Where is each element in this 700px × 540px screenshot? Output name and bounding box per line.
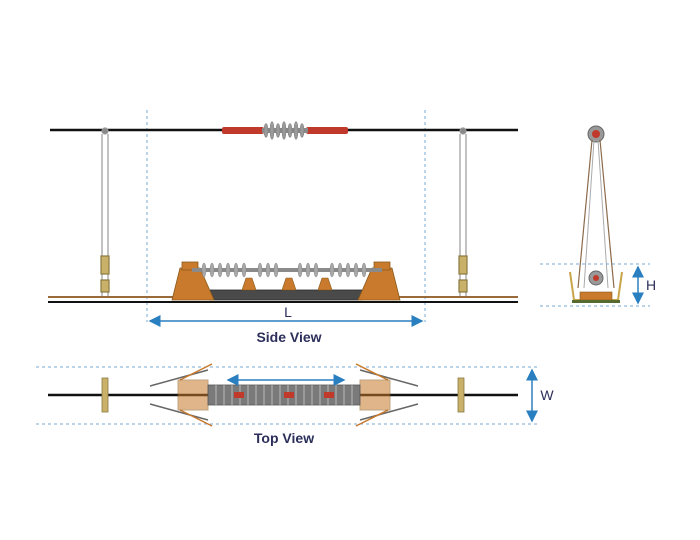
left-hanger [100, 127, 110, 298]
top-left-bracket [177, 379, 209, 411]
top-right-arms [355, 363, 419, 427]
end-view: H [540, 125, 656, 307]
top-right-bracket [359, 379, 391, 411]
top-view-fittings [234, 392, 334, 398]
top-insulator [222, 121, 348, 140]
side-insulator [192, 262, 382, 278]
top-right-clamp [457, 377, 465, 413]
side-view-title: Side View [256, 329, 321, 345]
section-body [209, 289, 363, 301]
length-label: L [284, 304, 292, 320]
top-left-clamp [101, 377, 109, 413]
top-view: W Top View [36, 363, 554, 446]
top-view-title: Top View [254, 430, 314, 446]
right-hanger [458, 127, 468, 298]
top-left-arms [149, 363, 213, 427]
width-label: W [540, 387, 554, 403]
side-view: L Side View [48, 110, 518, 345]
height-label: H [646, 277, 656, 293]
body-feet [241, 277, 333, 291]
left-bracket [171, 261, 215, 301]
